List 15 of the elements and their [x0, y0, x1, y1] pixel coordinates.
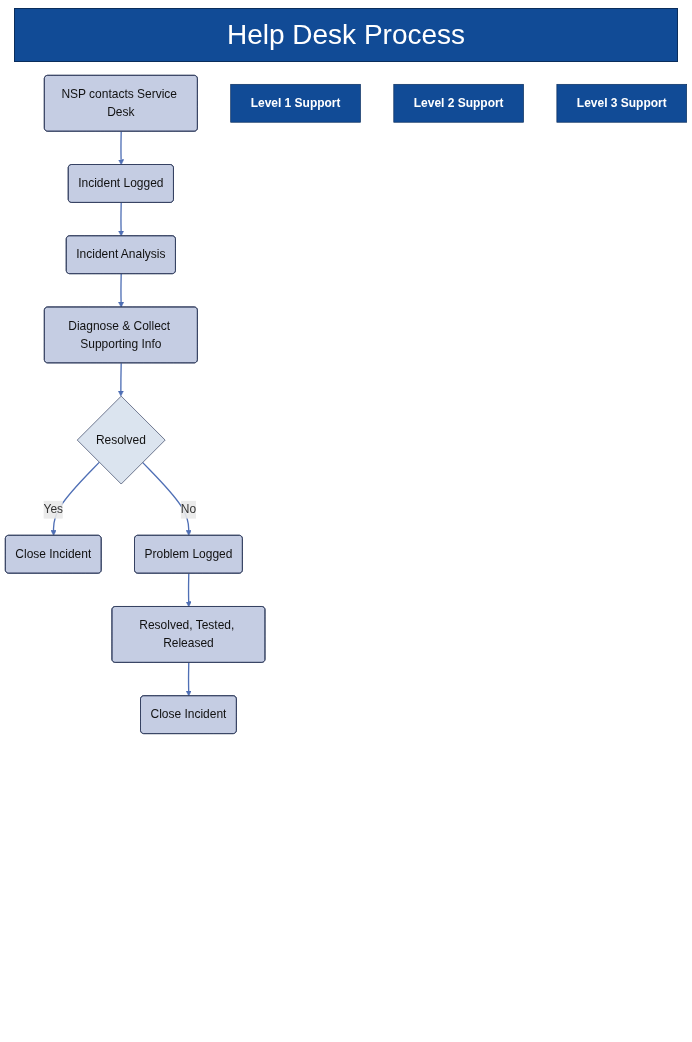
arrow — [117, 362, 124, 397]
arrow — [185, 662, 192, 697]
node-diamond: Resolved — [76, 395, 166, 485]
arrow — [141, 461, 192, 536]
arrow — [118, 202, 124, 237]
edge-label: No — [180, 502, 197, 516]
node-box: Level 1 Support — [230, 83, 361, 123]
arrow — [118, 130, 124, 166]
title-banner: Help Desk Process — [14, 8, 678, 62]
node-box: Level 2 Support — [393, 83, 524, 123]
arrow — [118, 273, 124, 308]
node-box: Level 3 Support — [556, 83, 687, 123]
arrow — [50, 461, 100, 536]
edge-label: Yes — [43, 502, 64, 516]
arrow — [185, 572, 192, 608]
